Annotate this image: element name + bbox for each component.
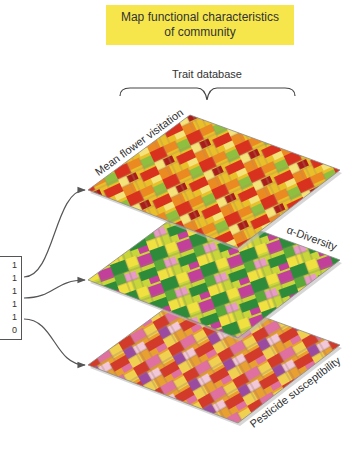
arrow-connector [24,280,85,298]
arrow-connector [24,319,85,365]
map-layer-shape [88,205,340,338]
arrow-connector [24,190,85,277]
map-layer-shape [88,290,340,423]
map-illustration [88,115,340,248]
table-cell: 0 [5,324,17,337]
table-cell: 1 [5,272,17,285]
brace [120,88,295,100]
table-cell: 1 [5,298,17,311]
trait-table: 111110 [0,256,22,340]
table-cell: 1 [5,259,17,272]
bracket-label: Trait database [172,68,242,80]
title-text: Map functional characteristics of commun… [116,10,284,40]
title-box: Map functional characteristics of commun… [106,5,294,45]
map-layer: Mean flower visitation [88,115,340,248]
table-cell: 1 [5,311,17,324]
table-cell: 1 [5,285,17,298]
